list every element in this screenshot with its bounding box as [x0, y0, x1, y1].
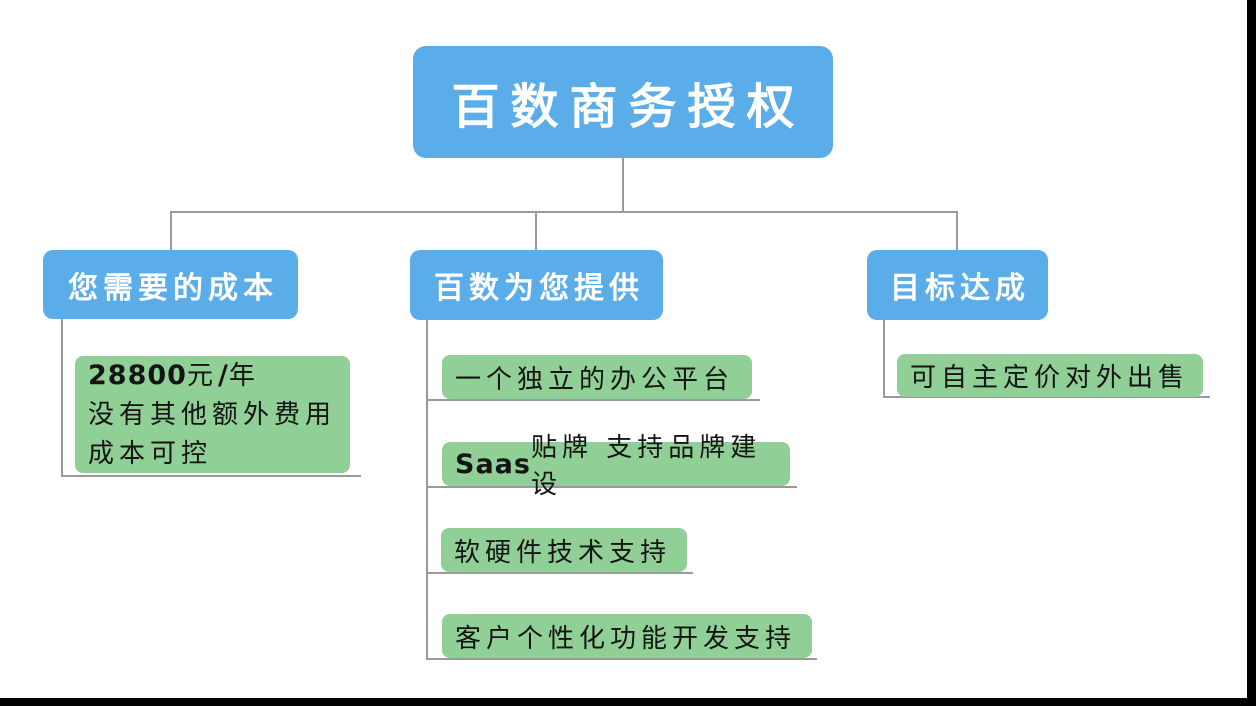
goal-item-label: 可自主定价对外出售 — [910, 363, 1190, 393]
provide-item-4-node: 客户个性化功能开发支持 — [442, 614, 812, 658]
branch-provide-node: 百数为您提供 — [410, 250, 663, 320]
connector-provide-underline-1 — [426, 399, 760, 401]
branch-provide-label: 百数为您提供 — [434, 271, 644, 306]
provide-item-2-label: 贴牌 支持品牌建设 — [530, 433, 762, 500]
connector-cost-underline — [61, 475, 361, 477]
branch-goal-label: 目标达成 — [890, 271, 1030, 306]
connector-provide-underline-2 — [426, 486, 797, 488]
root-node: 百数商务授权 — [413, 46, 833, 158]
connector-goal-trunk — [883, 320, 885, 398]
provide-item-1-label: 一个独立的办公平台 — [455, 364, 735, 395]
provide-item-4-label: 客户个性化功能开发支持 — [455, 623, 797, 654]
connector-cost-trunk — [61, 318, 63, 477]
connector-drop-goal — [956, 211, 958, 251]
provide-item-1-node: 一个独立的办公平台 — [442, 355, 752, 399]
root-node-label: 百数商务授权 — [451, 79, 806, 135]
connector-provide-trunk — [426, 319, 428, 660]
cost-price-slash: / — [217, 359, 229, 391]
provide-item-3-node: 软硬件技术支持 — [441, 528, 687, 572]
branch-cost-node: 您需要的成本 — [43, 250, 298, 319]
branch-goal-node: 目标达成 — [867, 250, 1048, 320]
cost-detail-line2: 没有其他额外费用 — [88, 399, 337, 430]
cost-detail-price-line: 28800元/年 — [88, 356, 260, 396]
cost-detail-node: 28800元/年 没有其他额外费用 成本可控 — [75, 356, 350, 473]
frame-right-border — [1247, 0, 1256, 706]
connector-provide-underline-3 — [426, 572, 693, 574]
connector-goal-underline — [883, 396, 1210, 398]
goal-item-node: 可自主定价对外出售 — [897, 354, 1203, 397]
connector-provide-underline-4 — [426, 658, 817, 660]
connector-drop-provide — [535, 211, 537, 251]
cost-price-number: 28800 — [88, 359, 187, 391]
cost-price-per: 年 — [228, 360, 260, 391]
provide-item-3-label: 软硬件技术支持 — [454, 537, 672, 568]
connector-drop-cost — [170, 211, 172, 251]
branch-cost-label: 您需要的成本 — [68, 270, 278, 306]
connector-bus — [170, 211, 958, 213]
provide-item-2-brand: Saas — [455, 448, 531, 480]
cost-detail-line3: 成本可控 — [88, 438, 213, 469]
connector-root-stem — [622, 157, 624, 212]
frame-bottom-border — [0, 698, 1256, 706]
cost-price-unit: 元 — [186, 360, 218, 391]
